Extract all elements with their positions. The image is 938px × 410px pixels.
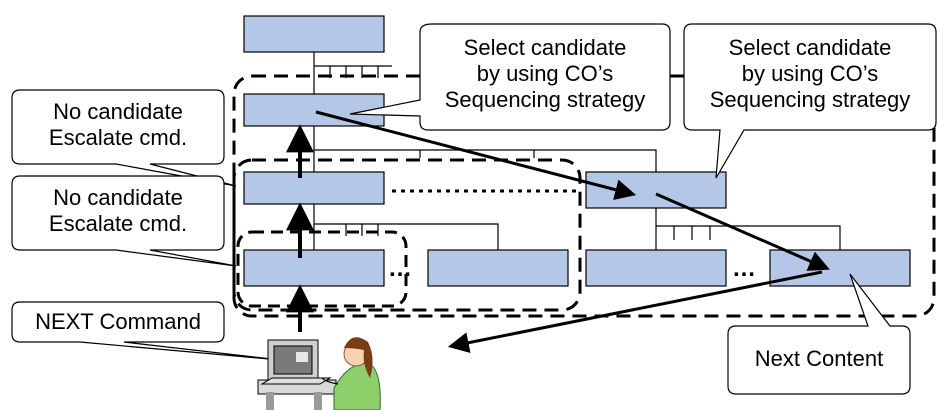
tree-node-leaf-3 xyxy=(585,249,727,287)
sibling-ellipsis-right: … xyxy=(732,255,756,282)
callout-select-top-line3: Sequencing strategy xyxy=(444,87,646,112)
callout-select-right-text: Select candidate by using CO’s Sequencin… xyxy=(684,35,936,113)
tree-node-leaf-2 xyxy=(427,249,569,287)
tree-node-leaf-4 xyxy=(769,249,911,287)
callout-select-right-line3: Sequencing strategy xyxy=(709,87,911,112)
callout-select-top-line2: by using CO’s xyxy=(476,61,614,86)
callout-escalate-upper-line2: Escalate cmd. xyxy=(48,125,188,150)
callout-select-right-line2: by using CO’s xyxy=(741,61,879,86)
sibling-ellipsis-left: … xyxy=(388,255,412,282)
sequencing-arrow-2 xyxy=(655,192,830,271)
callout-escalate-upper-text: No candidate Escalate cmd. xyxy=(12,99,224,151)
callout-escalate-lower-line2: Escalate cmd. xyxy=(48,211,188,236)
learner-at-computer-illustration xyxy=(257,337,381,410)
callout-select-top-text: Select candidate by using CO’s Sequencin… xyxy=(420,35,670,113)
callout-next-content-bubble xyxy=(727,273,911,395)
callout-escalate-upper-bubble xyxy=(11,89,237,187)
callout-select-right-bubble xyxy=(683,23,937,179)
callout-next-command-bubble xyxy=(11,301,281,361)
tree-connectors xyxy=(313,52,841,250)
callout-select-top-bubble xyxy=(349,23,671,131)
callout-next-content-line1: Next Content xyxy=(754,346,884,371)
tree-node-leaf-1 xyxy=(243,249,385,287)
callout-escalate-lower-line1: No candidate xyxy=(53,185,183,210)
callout-escalate-upper-line1: No candidate xyxy=(53,99,183,124)
tree-node-level2-right xyxy=(585,171,727,209)
sequencing-arrow-1 xyxy=(315,110,637,200)
tree-node-root xyxy=(243,15,385,53)
callout-escalate-lower-text: No candidate Escalate cmd. xyxy=(12,185,224,237)
callout-select-right-line1: Select candidate xyxy=(728,35,892,60)
callout-escalate-lower-bubble xyxy=(11,175,237,267)
callout-next-command-line1: NEXT Command xyxy=(35,309,201,334)
callout-next-command-text: NEXT Command xyxy=(12,309,224,335)
tree-node-level1 xyxy=(243,93,385,127)
callout-next-content-text: Next Content xyxy=(728,346,910,372)
delivery-arrow xyxy=(447,270,823,354)
callout-select-top-line1: Select candidate xyxy=(463,35,627,60)
group-middle xyxy=(232,158,582,312)
tree-node-level2-left xyxy=(243,171,385,205)
